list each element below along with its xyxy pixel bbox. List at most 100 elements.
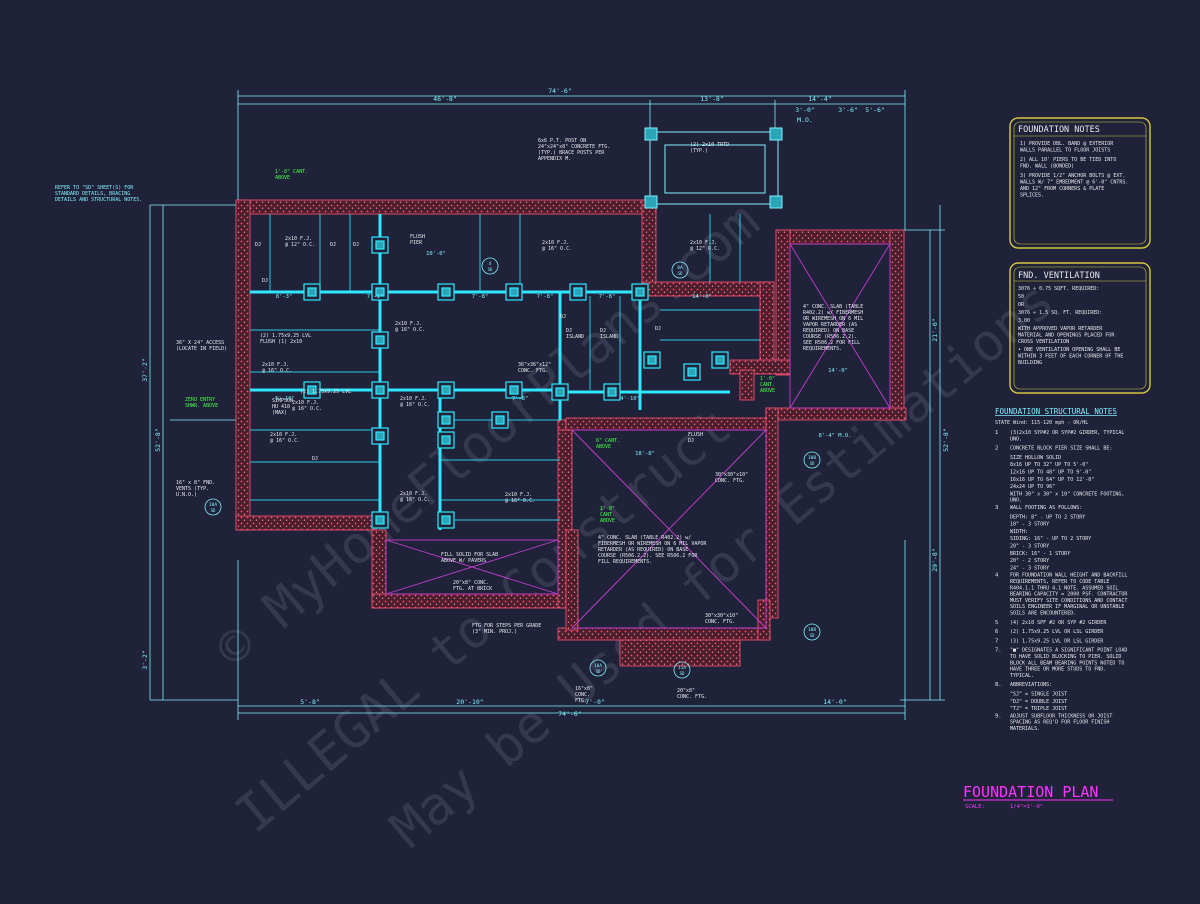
dj-label-3: DJ [312, 456, 318, 462]
joist-label-4: 2x10 F.J.@ 16" O.C. [292, 400, 322, 412]
dj-label-5: DJ [560, 314, 566, 320]
note-cant-mid: 6" CANT.ABOVE [596, 438, 620, 450]
section-tag-text-1: 10A [209, 502, 217, 508]
dim-mo-top: M.O. [797, 116, 813, 124]
note-cant-top: 1'-8" CANT.ABOVE [275, 169, 308, 181]
dim-right-2: 29'-8" [931, 548, 939, 571]
plan-title: FOUNDATION PLAN [963, 783, 1098, 801]
inner-dim-2: 7'-1" [367, 294, 384, 300]
struct-note-13: SIDING: 16" - UP TO 2 STORY [1010, 536, 1091, 542]
dim-left-2: 3'-2" [141, 650, 149, 670]
plan-text: 74'-6" 46'-8" 13'-8" 14'-4" 3'-0" M.O. 3… [141, 87, 950, 718]
struct-note-2: CONCRETE BLOCK PIER SIZE SHALL BE: [1010, 446, 1112, 452]
pier-core-2 [375, 287, 385, 297]
structural-notes: FOUNDATION STRUCTURAL NOTES STATE Wind: … [995, 407, 1128, 732]
section-tag-text-4: 10A [594, 663, 602, 669]
pier-core-10 [509, 385, 519, 395]
section-tag-sub-4: SD [596, 669, 601, 674]
note-ftg-16: 16"x8"CONC.FTG. [575, 686, 593, 704]
struct-note-6: 16x16 UP TO 64" UP TO 12'-0" [1010, 477, 1094, 483]
note-ftg-steps: FTG FOR STEPS PER GRADE(3" MIN. PROJ.) [472, 623, 541, 635]
struct-note-14: 20" - 3 STORY [1010, 544, 1049, 550]
section-tag-3 [803, 451, 821, 469]
note-ftg-36: 36"x36"x12"CONC. FTG. [518, 362, 551, 374]
section-tag-text-3: 10B [808, 455, 816, 461]
joist-label-9: 2x10 F.J.@ 16" O.C. [542, 240, 572, 252]
struct-note-10: DEPTH: 8" - UP TO 2 STORY [1010, 514, 1085, 520]
struct-num-23: 8. [995, 682, 1002, 688]
inner-dim-4: 7'-8" [537, 294, 554, 300]
section-tag-7 [481, 257, 499, 275]
joist-label-10: 2x10 F.J.@ 12" O.C. [690, 240, 720, 252]
inner-dim-13: 8'-4" M.O. [818, 433, 851, 439]
pier-core-15 [441, 515, 451, 525]
vent-line-3: OR [1018, 302, 1025, 308]
dj-label-7: DJ [330, 242, 336, 248]
struct-num-22: 7. [995, 648, 1002, 654]
pier-core-19 [647, 355, 657, 365]
ventilation-title: FND. VENTILATION [1018, 271, 1100, 281]
joist-label-6: 2x10 F.J.@ 16" O.C. [400, 396, 430, 408]
struct-note-4: 8x16 UP TO 32" UP TO 5'-0" [1010, 462, 1088, 468]
struct-note-20: (2) 1.75x9.25 LVL OR LSL GIRDER [1010, 629, 1104, 635]
inner-dim-12: 10'-0" [426, 251, 446, 257]
pier-core-13 [441, 415, 451, 425]
pier-core-9 [441, 385, 451, 395]
inner-dim-1: 8'-3" [276, 294, 293, 300]
pier-core-22 [375, 240, 385, 250]
struct-num-18: 4 [995, 573, 999, 579]
section-tag-text-7: 4 [489, 261, 492, 267]
vent-line-2: 50 [1018, 294, 1024, 300]
struct-note-19: (4) 2x10 SPF #2 OR SYP #2 GIRDER [1010, 620, 1107, 626]
dj-label-1: DJ [255, 242, 261, 248]
ventilation-box: FND. VENTILATION 3076 ÷ 0.75 SQFT. REQUI… [1009, 262, 1151, 394]
struct-note-3: SIZE HOLLOW SOLID [1010, 455, 1061, 461]
joist-label-3: 2x10 F.J.@ 16" O.C. [262, 362, 292, 374]
note-access: 36" X 24" ACCESS(LOCATE IN FIELD) [176, 340, 227, 352]
pier-core-20 [687, 367, 697, 377]
note-cant-right: 1'-0"CANT.ABOVE [760, 376, 775, 394]
struct-note-24: "SJ" = SINGLE JOIST [1010, 692, 1067, 698]
joist-label-1: 2x10 F.J.@ 12" O.C. [285, 236, 315, 248]
dim-top-overall: 74'-6" [548, 87, 571, 95]
struct-note-21: (3) 1.75x9.25 LVL OR LSL GIRDER [1010, 638, 1104, 644]
section-tag-4 [589, 659, 607, 677]
foundation-notes-box: FOUNDATION NOTES 1) PROVIDE DBL. BAND @ … [1009, 117, 1151, 249]
struct-note-15: BRICK: 16" - 1 STORY [1010, 551, 1070, 557]
girder-label-3: (2) 2x10 TRTD(TYP.) [690, 142, 729, 154]
pier-core-21 [715, 355, 725, 365]
foundation-note-3: 3) PROVIDE 1/2" ANCHOR BOLTS @ EXT.WALLS… [1020, 173, 1128, 199]
struct-note-26: "TJ" = TRIPLE JOIST [1010, 706, 1067, 712]
joist-label-8: 2x10 F.J.@ 16" O.C. [505, 492, 535, 504]
dim-left-1: 37'-2" [141, 358, 149, 381]
vent-line-5: 3.00 [1018, 318, 1030, 324]
pier-core-7 [375, 335, 385, 345]
note-ftg-20b: 20"x8"CONC. FTG. [677, 688, 707, 700]
struct-note-17: 24" - 3 STORY [1010, 565, 1049, 571]
vent-line-1: 3076 ÷ 0.75 SQFT. REQUIRED: [1018, 286, 1099, 292]
inner-dim-3: 7'-8" [472, 294, 489, 300]
dim-bottom-1: 5'-8" [300, 698, 320, 706]
foundation-notes-title: FOUNDATION NOTES [1018, 125, 1100, 135]
pier-core-6 [635, 287, 645, 297]
porch-frame [644, 127, 783, 209]
scale-label: SCALE: [965, 804, 985, 810]
dim-right-overall: 52'-8" [942, 428, 950, 451]
pier-core-17 [555, 387, 565, 397]
pier-core-8 [375, 385, 385, 395]
dim-bottom-2: 20'-10" [456, 698, 483, 706]
